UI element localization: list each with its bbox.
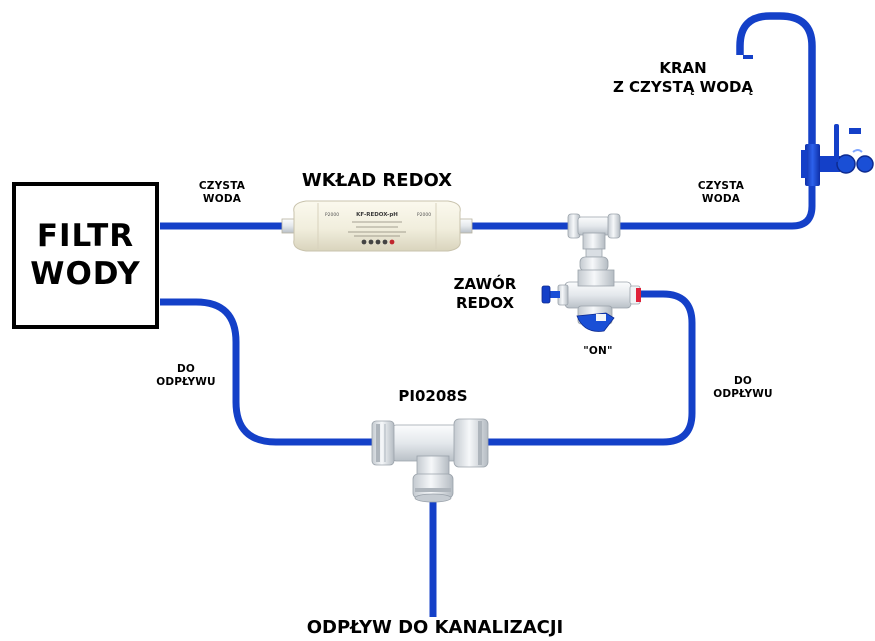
cartridge-right-code: P2000: [417, 212, 431, 218]
label-clean-water-left-line2: WODA: [202, 193, 242, 206]
label-drain-right-line2: ODPŁYWU: [713, 388, 773, 401]
cartridge-cert-icons: [361, 239, 395, 245]
label-valve-state: "ON": [568, 345, 628, 358]
water-filter-box: FILTR WODY: [12, 182, 159, 329]
label-drain-to-sewage: ODPŁYW DO KANALIZACJI: [260, 617, 610, 640]
label-valve: ZAWÓR REDOX: [440, 275, 530, 313]
cartridge-model-text: KF-REDOX-pH: [356, 212, 398, 218]
label-drain-right: DO ODPŁYWU: [711, 375, 775, 401]
label-drain-left: DO ODPŁYWU: [154, 363, 218, 389]
label-drain-left-line1: DO: [176, 363, 196, 375]
cartridge-fine-print: [348, 221, 406, 237]
label-drain-left-line2: ODPŁYWU: [156, 376, 216, 389]
tube-filter-to-drain-tee: [160, 298, 378, 446]
drain-to-sewage-text: ODPŁYW DO KANALIZACJI: [306, 617, 564, 638]
tee-code-text: PI0208S: [398, 387, 468, 405]
redox-valve: [541, 213, 641, 332]
drain-tee-fitting: [371, 418, 489, 503]
label-valve-line2: REDOX: [455, 293, 515, 312]
valve-state-text: "ON": [583, 345, 613, 357]
label-tee-code: PI0208S: [370, 387, 496, 406]
label-clean-water-right-line1: CZYSTA: [697, 180, 745, 192]
label-tap-line2: Z CZYSTĄ WODĄ: [612, 77, 754, 96]
cartridge-title-text: WKŁAD REDOX: [301, 170, 453, 191]
label-tap: KRAN Z CZYSTĄ WODĄ: [588, 59, 778, 97]
tube-valve-to-drain-tee: [482, 290, 696, 446]
label-clean-water-left-line1: CZYSTA: [198, 180, 246, 192]
label-clean-water-right: CZYSTA WODA: [688, 180, 754, 206]
filter-label-line1: FILTR: [36, 217, 135, 254]
label-clean-water-left: CZYSTA WODA: [189, 180, 255, 206]
redox-cartridge: KF-REDOX-pH P2000 P2000: [281, 200, 473, 252]
tubes: [160, 12, 816, 617]
faucet-spout: [736, 12, 816, 146]
cartridge-left-code: P2000: [325, 212, 339, 218]
label-cartridge-title: WKŁAD REDOX: [265, 170, 489, 193]
label-drain-right-line1: DO: [733, 375, 753, 387]
filter-label-line2: WODY: [30, 255, 141, 292]
label-tap-line1: KRAN: [659, 59, 707, 77]
label-clean-water-right-line2: WODA: [701, 193, 741, 206]
label-valve-line1: ZAWÓR: [453, 275, 517, 293]
tube-tee-to-faucet: [612, 183, 816, 230]
faucet-icon: [743, 55, 874, 186]
